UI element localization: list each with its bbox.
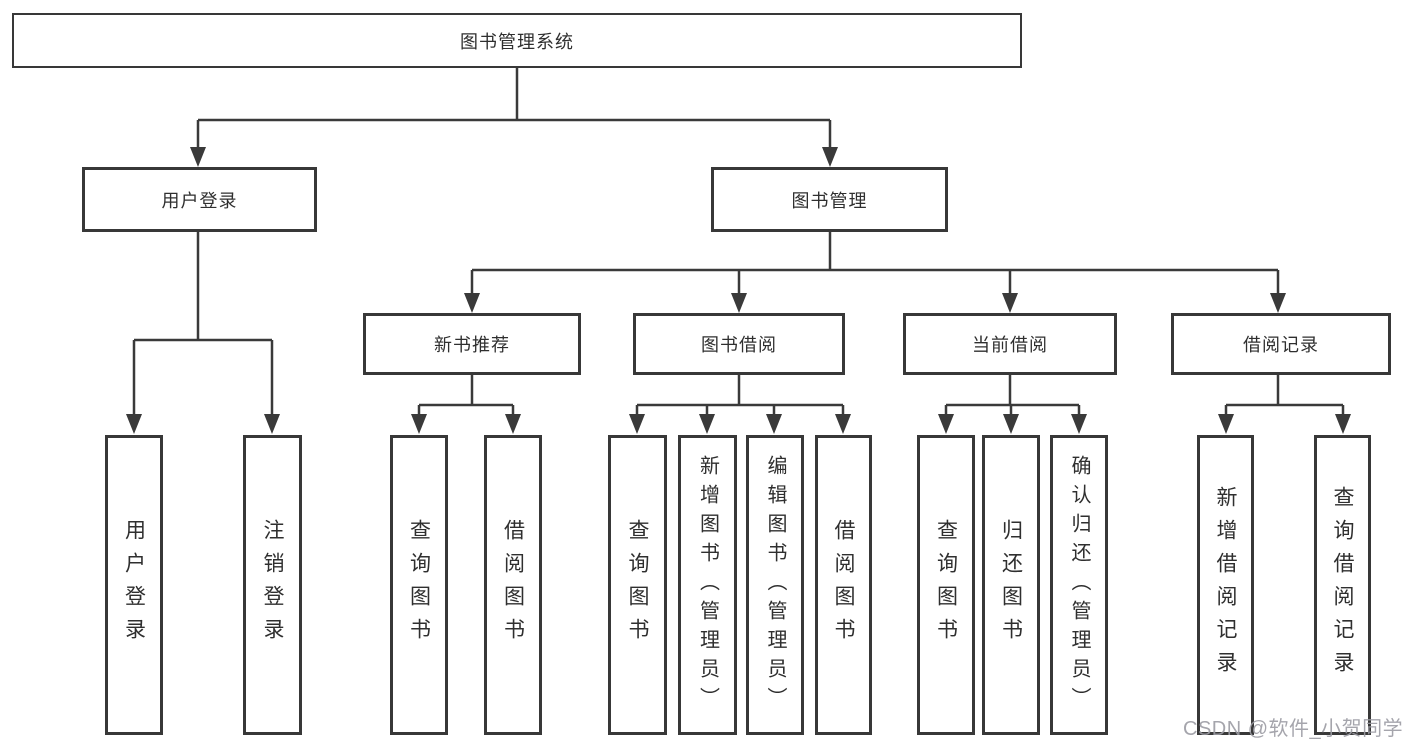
leaf-borrow-add-books-admin: 新增图书（管理员） [678,435,737,735]
leaf-current-confirm-return-admin-label: 确认归还（管理员） [1068,454,1090,716]
leaf-current-return-books: 归还图书 [982,435,1040,735]
leaf-user-login: 用户登录 [105,435,163,735]
leaf-records-query-record: 查询借阅记录 [1314,435,1371,735]
node-current-borrow: 当前借阅 [903,313,1117,375]
leaf-current-query-books: 查询图书 [917,435,975,735]
node-book-management: 图书管理 [711,167,948,232]
node-new-book-recommend: 新书推荐 [363,313,581,375]
leaf-borrow-borrow-books: 借阅图书 [815,435,872,735]
node-borrow-records-label: 借阅记录 [1243,335,1319,355]
node-current-borrow-label: 当前借阅 [972,335,1048,355]
csdn-watermark: CSDN @软件_小贺同学 [1183,718,1404,740]
node-new-book-recommend-label: 新书推荐 [434,335,510,355]
leaf-current-return-books-label: 归还图书 [999,519,1023,651]
node-book-management-label: 图书管理 [791,190,868,211]
leaf-records-query-record-label: 查询借阅记录 [1331,486,1354,684]
node-book-borrow-label: 图书借阅 [701,335,777,355]
leaf-records-add-record: 新增借阅记录 [1197,435,1254,735]
leaf-borrow-query-books: 查询图书 [608,435,667,735]
leaf-logout: 注销登录 [243,435,302,735]
leaf-recommend-query-books-label: 查询图书 [407,519,431,651]
leaf-recommend-borrow-books-label: 借阅图书 [501,519,525,651]
node-user-login: 用户登录 [82,167,317,232]
leaf-current-confirm-return-admin: 确认归还（管理员） [1050,435,1108,735]
leaf-logout-label: 注销登录 [261,519,284,651]
arrowheads [126,147,1351,434]
node-user-login-label: 用户登录 [161,190,238,211]
leaf-borrow-query-books-label: 查询图书 [626,519,649,651]
leaf-records-add-record-label: 新增借阅记录 [1214,486,1237,684]
node-book-borrow: 图书借阅 [633,313,845,375]
leaf-user-login-label: 用户登录 [122,519,146,651]
node-root-label: 图书管理系统 [460,31,574,52]
leaf-recommend-borrow-books: 借阅图书 [484,435,542,735]
leaf-borrow-add-books-admin-label: 新增图书（管理员） [696,454,719,716]
leaf-recommend-query-books: 查询图书 [390,435,448,735]
leaf-borrow-borrow-books-label: 借阅图书 [832,519,855,651]
node-root: 图书管理系统 [12,13,1022,68]
leaf-borrow-edit-books-admin-label: 编辑图书（管理员） [764,454,786,716]
leaf-borrow-edit-books-admin: 编辑图书（管理员） [746,435,804,735]
node-borrow-records: 借阅记录 [1171,313,1391,375]
leaf-current-query-books-label: 查询图书 [934,519,958,651]
